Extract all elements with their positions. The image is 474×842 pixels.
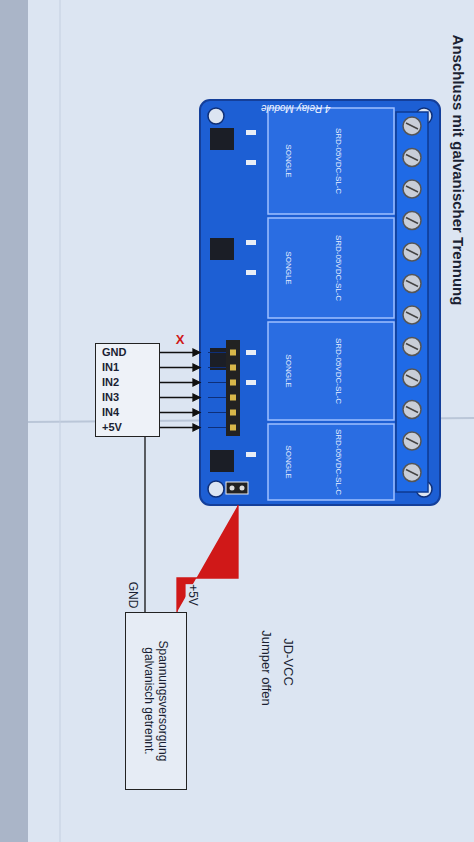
relay-brand: SONGLE (284, 251, 293, 284)
pin-name: GND (96, 345, 159, 360)
screw-slot (406, 344, 418, 350)
jdvcc-jumper-header (226, 482, 248, 494)
page-heading: Anschluss mit galvanischer Trennung (450, 35, 467, 306)
screw-slot (406, 186, 418, 192)
optocoupler (210, 238, 234, 260)
terminal-screw (403, 275, 421, 293)
relay-module-board: 4 Relay Module (200, 100, 440, 505)
resistor-symbol (246, 160, 256, 165)
pin-name: IN3 (96, 390, 159, 405)
header-pin (230, 395, 236, 401)
terminal-screw (403, 401, 421, 419)
screw-slot (406, 375, 418, 381)
wire-label: GND (125, 581, 138, 608)
screw-slot (406, 218, 418, 224)
terminal-screw (403, 369, 421, 387)
pin-header (226, 340, 240, 436)
ground-wire (144, 437, 145, 612)
screw-slot (406, 281, 418, 287)
mounting-hole (208, 108, 224, 124)
resistor-symbol (246, 452, 256, 457)
header-pin (230, 380, 236, 386)
jumper-name: JD-VCC (281, 638, 295, 686)
resistor-symbol (246, 130, 256, 135)
relay-part-number: SRD-05VDC-SL-C (334, 338, 343, 404)
screw-slot (406, 470, 418, 476)
board-silkscreen: 4 Relay Module (261, 103, 330, 114)
header-trace (208, 382, 226, 383)
pin-name: IN4 (96, 405, 159, 420)
relay-brand: SONGLE (284, 445, 293, 478)
header-pin (230, 425, 236, 431)
paper-sheet (28, 0, 474, 842)
terminal-screw (403, 338, 421, 356)
pin-name: IN1 (96, 360, 159, 375)
pin-name: +5V (96, 420, 159, 435)
relay (268, 108, 394, 214)
pin-connector-box: GNDIN1IN2IN3IN4+5V (95, 343, 160, 437)
header-trace (208, 367, 226, 368)
terminal-screw (403, 432, 421, 450)
supply-wire (177, 505, 238, 612)
optocoupler (210, 450, 234, 472)
terminal-screw (403, 306, 421, 324)
screw-slot (406, 155, 418, 161)
relay-part-number: SRD-05VDC-SL-C (334, 128, 343, 194)
jumper-pin (230, 486, 235, 491)
header-trace (208, 427, 226, 428)
relay-brand: SONGLE (284, 144, 293, 177)
power-supply-text: Spannungsversorgung galvanisch getrennt. (142, 620, 171, 782)
terminal-screw (403, 180, 421, 198)
relay (268, 322, 394, 420)
page-margin (60, 0, 61, 842)
power-supply-box: Spannungsversorgung galvanisch getrennt. (125, 612, 187, 790)
screw-slot (406, 312, 418, 318)
terminal-screw (403, 243, 421, 261)
wire-label: +5V (185, 584, 198, 606)
terminal-screw (403, 149, 421, 167)
resistor-symbol (246, 270, 256, 275)
header-trace (208, 412, 226, 413)
header-pin (230, 410, 236, 416)
terminal-screw (403, 464, 421, 482)
relay (268, 218, 394, 318)
terminal-screw (403, 212, 421, 230)
relay-part-number: SRD-05VDC-SL-C (334, 429, 343, 495)
screw-slot (406, 249, 418, 255)
resistor-symbol (246, 380, 256, 385)
pin-name: IN2 (96, 375, 159, 390)
screw-slot (406, 438, 418, 444)
relay (268, 424, 394, 500)
optocoupler (210, 128, 234, 150)
header-trace (208, 352, 226, 353)
terminal-screw (403, 117, 421, 135)
header-trace (208, 397, 226, 398)
not-connected-mark: X (176, 333, 185, 347)
signal-wires (160, 349, 200, 431)
screw-slot (406, 407, 418, 413)
resistor-symbol (246, 240, 256, 245)
mounting-hole (208, 481, 224, 497)
relay-board (200, 100, 440, 505)
relay-brand: SONGLE (284, 354, 293, 387)
jumper-note: Jumper offen (259, 630, 273, 706)
screw-slot (406, 123, 418, 129)
terminal-block (396, 112, 428, 492)
jumper-pin (240, 486, 245, 491)
header-pin (230, 350, 236, 356)
relay-part-number: SRD-05VDC-SL-C (334, 235, 343, 301)
header-pin (230, 365, 236, 371)
resistor-symbol (246, 350, 256, 355)
